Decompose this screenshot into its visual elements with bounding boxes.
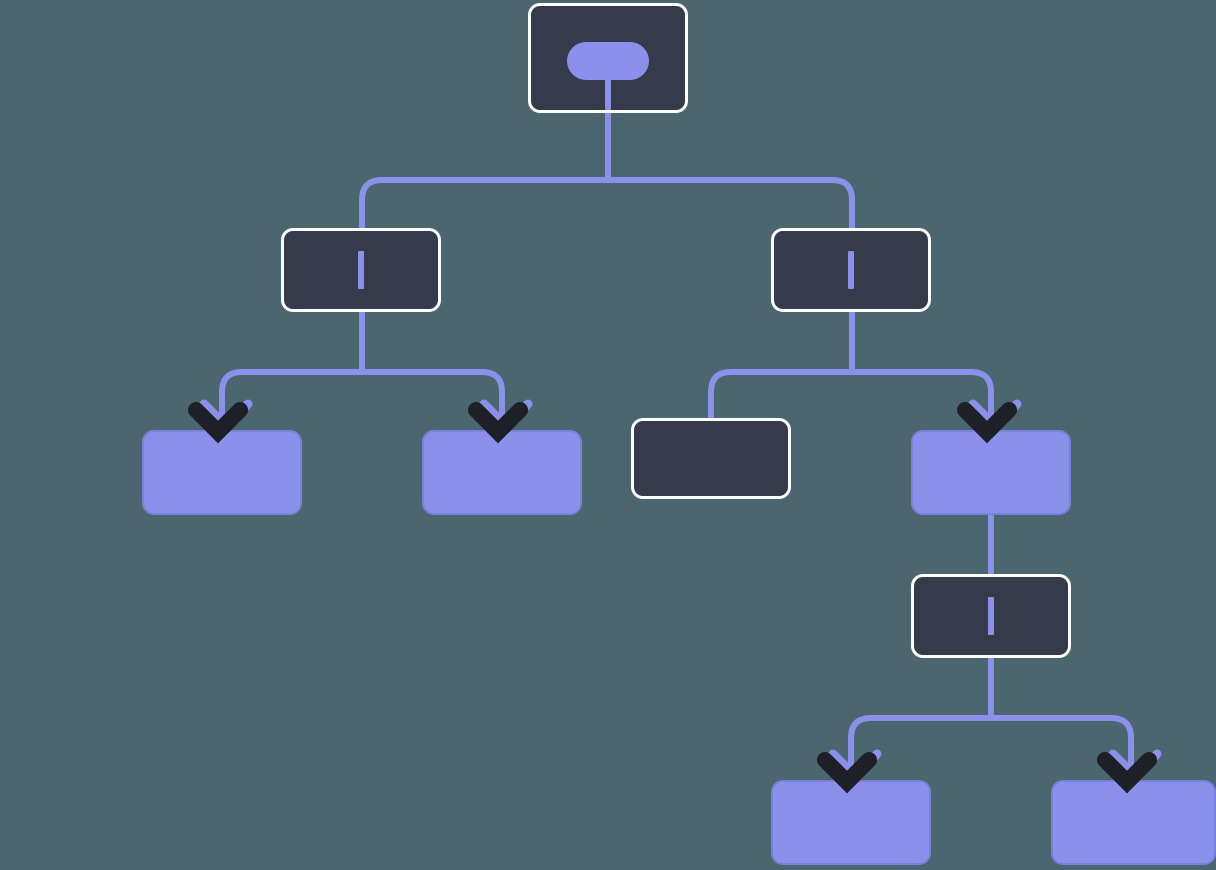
node-n7[interactable] (911, 430, 1071, 515)
node-n1[interactable] (528, 3, 688, 113)
edge-e5 (708, 312, 855, 418)
node-n2[interactable] (281, 228, 441, 312)
node-vline-decoration (848, 251, 854, 289)
node-vline-decoration (358, 251, 364, 289)
edge-e3 (219, 312, 365, 430)
node-n4[interactable] (142, 430, 302, 515)
node-pill-decoration (567, 42, 649, 80)
node-n10[interactable] (1051, 780, 1216, 865)
edge-e4 (362, 369, 505, 430)
node-n5[interactable] (422, 430, 582, 515)
node-n8[interactable] (911, 574, 1071, 658)
edge-e1 (359, 113, 611, 228)
node-n6[interactable] (631, 418, 791, 499)
edge-e8 (848, 658, 994, 780)
node-n9[interactable] (771, 780, 931, 865)
node-vline-decoration (988, 597, 994, 635)
node-stem-decoration (605, 76, 611, 110)
node-n3[interactable] (771, 228, 931, 312)
edge-e6 (852, 369, 994, 430)
edge-e2 (608, 177, 855, 228)
edge-e9 (991, 715, 1134, 780)
